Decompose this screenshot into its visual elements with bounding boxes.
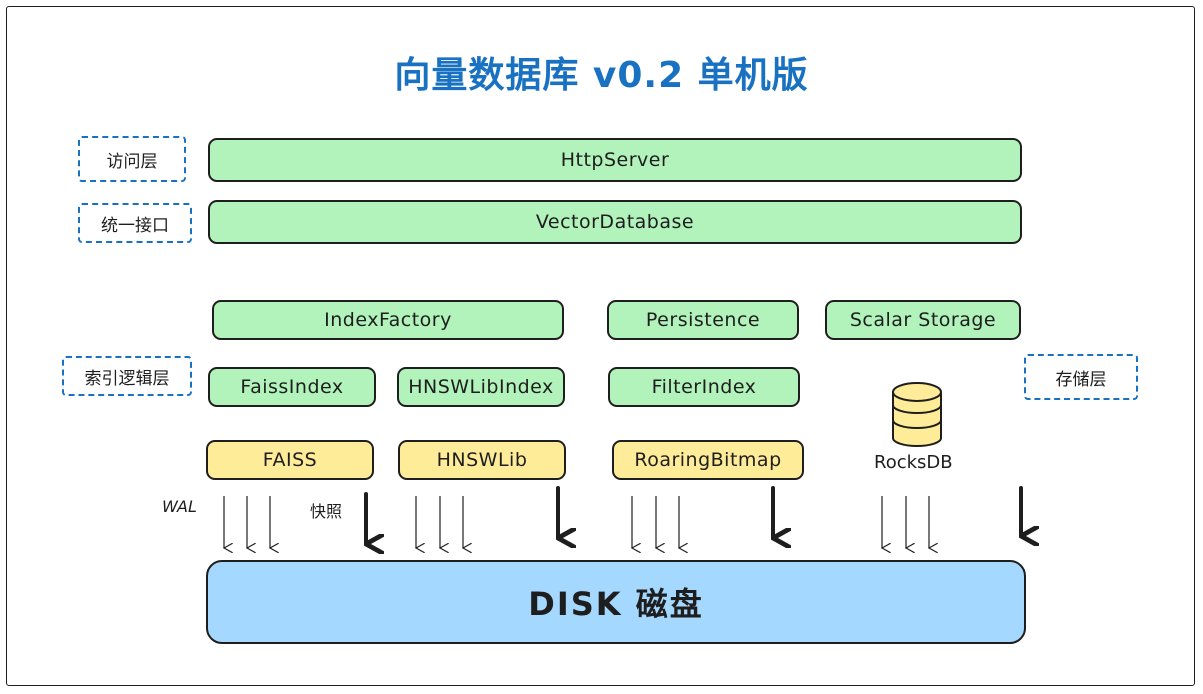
index-factory-box: IndexFactory: [212, 300, 564, 340]
layer-label-index-logic: 索引逻辑层: [62, 356, 192, 396]
rocksdb-label: RocksDB: [874, 452, 953, 473]
faiss-index-box: FaissIndex: [208, 367, 376, 407]
filter-index-box: FilterIndex: [608, 367, 800, 407]
canvas-frame: [6, 6, 1195, 686]
hnswlib-index-box: HNSWLibIndex: [397, 367, 565, 407]
vector-database-box: VectorDatabase: [208, 200, 1022, 244]
layer-label-interface: 统一接口: [78, 203, 192, 243]
disk-label: DISK 磁盘: [528, 585, 704, 623]
layer-label-access: 访问层: [78, 136, 186, 182]
hnswlib-lib-box: HNSWLib: [398, 440, 566, 480]
scalar-storage-box: Scalar Storage: [825, 300, 1021, 340]
diagram-title: 向量数据库 v0.2 单机版: [394, 55, 809, 96]
layer-label-storage: 存储层: [1024, 354, 1138, 400]
http-server-box: HttpServer: [208, 138, 1022, 182]
snapshot-label: 快照: [310, 502, 343, 521]
wal-label: WAL: [162, 497, 197, 516]
persistence-box: Persistence: [607, 300, 799, 340]
faiss-lib-box: FAISS: [206, 440, 374, 480]
disk-box: DISK 磁盘: [206, 560, 1026, 644]
roaring-bitmap-box: RoaringBitmap: [612, 440, 804, 480]
